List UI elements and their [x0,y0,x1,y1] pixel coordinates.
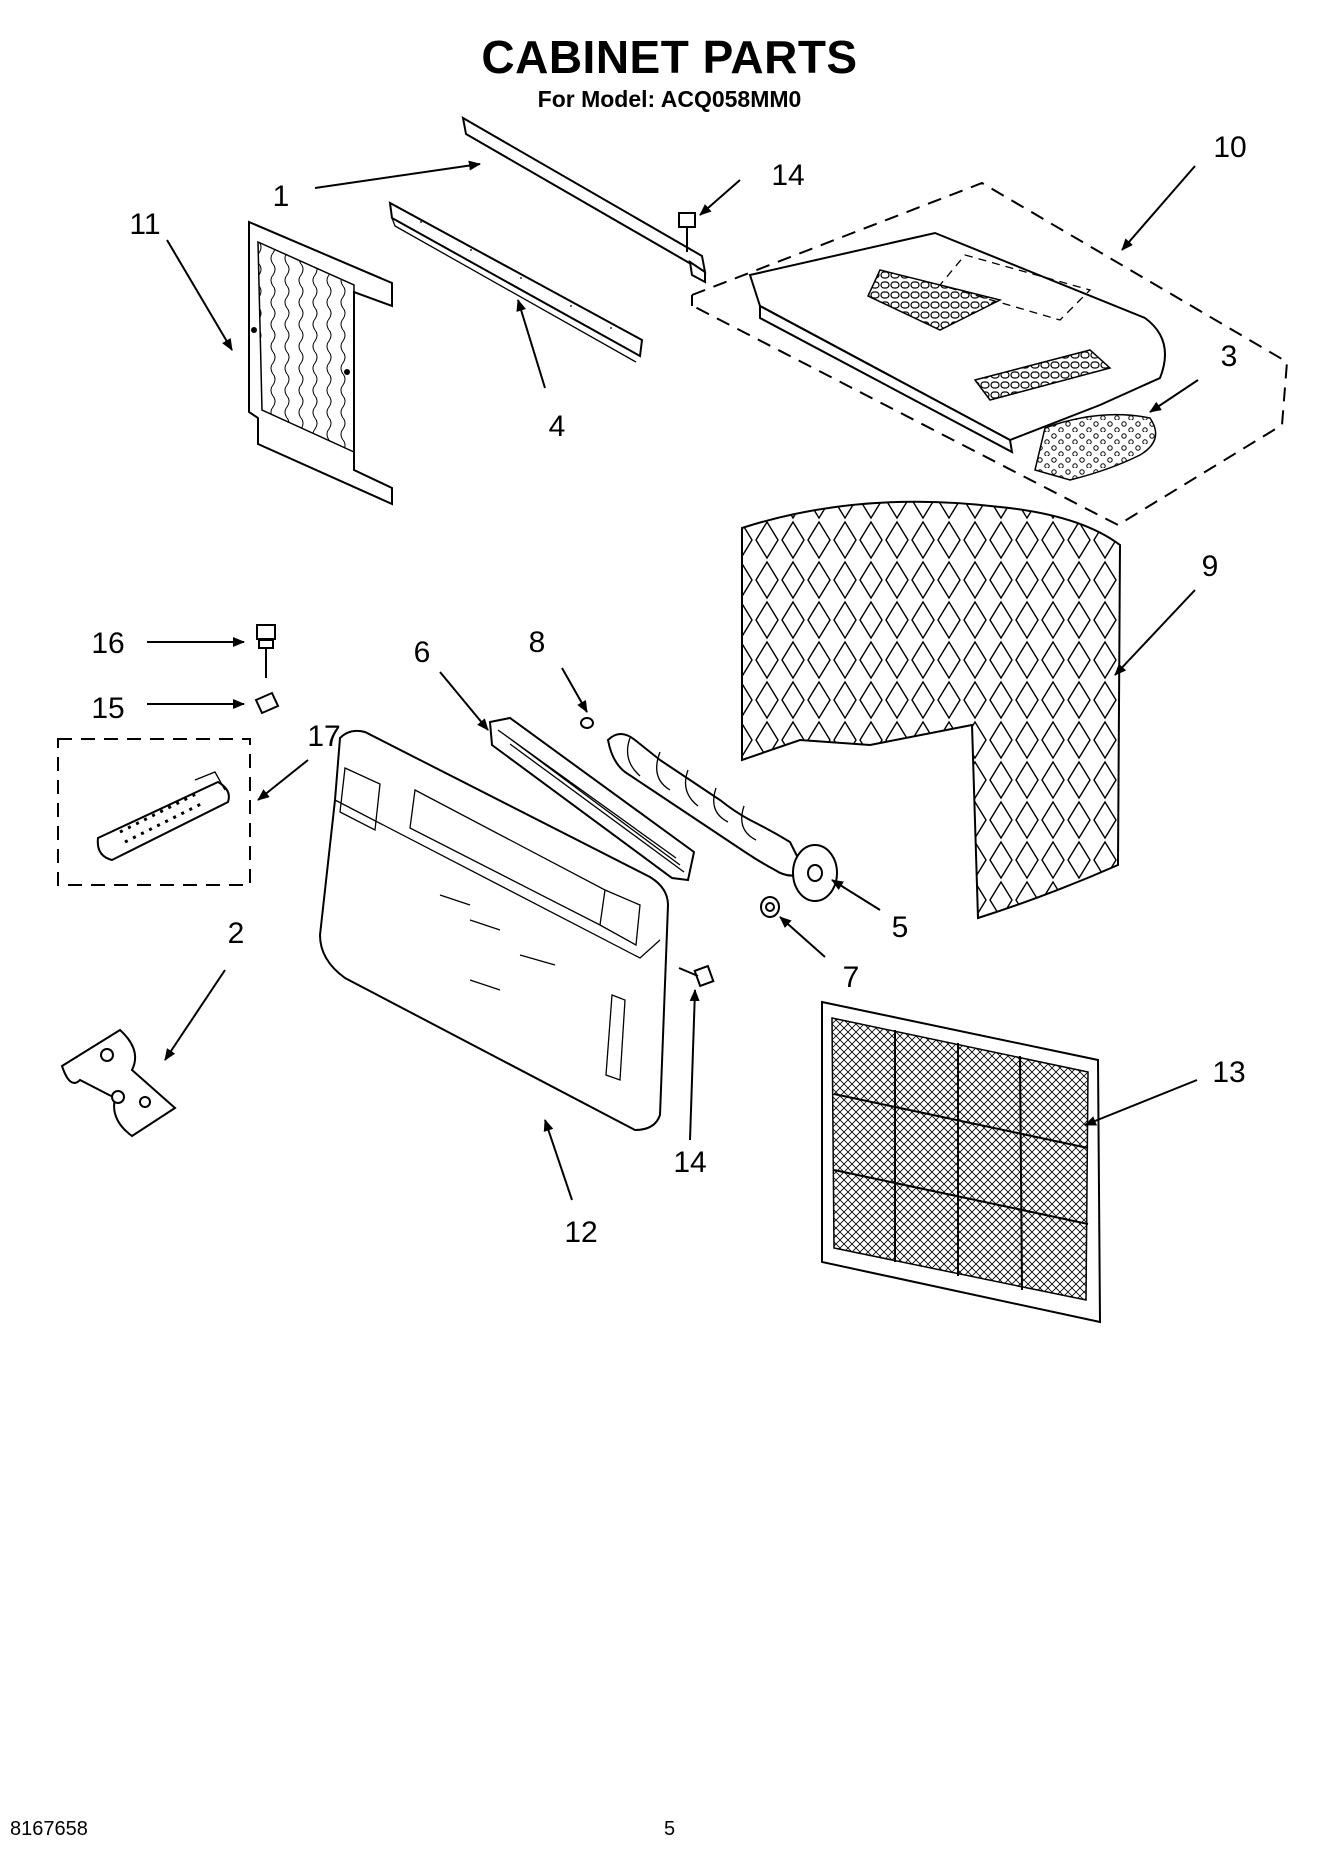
leader-lines [147,160,1199,1201]
document-number: 8167658 [10,1818,88,1840]
callout-1: 1 [273,180,290,213]
callout-17: 17 [307,720,340,753]
callout-5: 5 [892,911,909,944]
callout-9: 9 [1202,550,1219,583]
part-12-front-panel [318,729,670,1132]
callout-10: 10 [1213,131,1246,164]
part-14-screw-top [678,212,696,252]
part-7-bearing [760,896,780,918]
part-15-clip [254,691,280,715]
page-number: 5 [664,1818,676,1840]
part-16-screw [256,624,276,678]
part-9-wrap-grille [741,500,1122,920]
callout-14-top: 14 [771,159,804,192]
callout-12: 12 [564,1216,597,1249]
callout-labels: 1 2 3 4 5 6 7 8 9 10 11 12 13 14 14 15 1… [91,131,1246,1249]
callout-14-front: 14 [673,1146,706,1179]
part-14-screw-front [678,964,715,988]
part-6-louver [488,716,696,882]
part-11-side-curtain [248,220,393,506]
callout-13: 13 [1212,1056,1245,1089]
part-17-remote-control [57,738,251,886]
model-subtitle: For Model: ACQ058MM0 [537,86,802,112]
part-8-washer [580,717,594,729]
page-title: CABINET PARTS [481,31,858,83]
part-10-cabinet-top [691,181,1289,527]
part-4-side-rail [388,201,644,363]
part-13-filter [821,1000,1102,1324]
callout-4: 4 [549,410,566,443]
part-2-bracket [60,1028,177,1138]
callout-6: 6 [414,636,431,669]
part-3-foam-seal [1034,413,1157,481]
part-5-blower-wheel [606,733,838,902]
callout-11: 11 [129,208,160,241]
callout-15: 15 [91,692,124,725]
callout-8: 8 [529,626,546,659]
callout-3: 3 [1221,340,1238,373]
part-1-top-rail [461,116,707,284]
callout-16: 16 [91,627,124,660]
callout-2: 2 [228,917,245,950]
callout-7: 7 [843,961,860,994]
